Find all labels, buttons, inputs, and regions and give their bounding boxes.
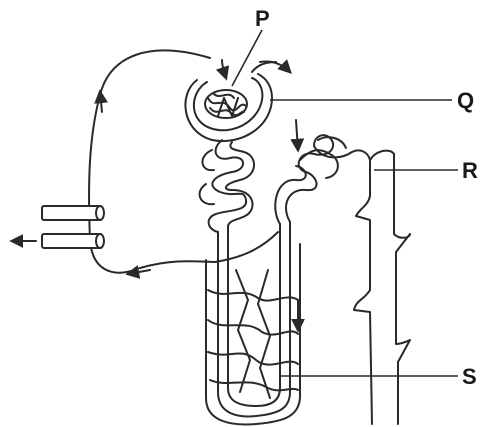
flow-arrow-down-1 xyxy=(296,120,298,150)
label-q: Q xyxy=(457,88,474,113)
label-s: S xyxy=(462,364,477,389)
collecting-duct xyxy=(354,151,410,424)
p-pointer-line xyxy=(232,30,262,86)
label-p: P xyxy=(255,6,270,31)
glomerulus xyxy=(205,90,247,118)
label-r: R xyxy=(462,158,478,183)
distal-convoluted-tubule xyxy=(275,135,370,224)
proximal-convoluted-tubule xyxy=(200,140,254,232)
loop-of-henle xyxy=(218,222,290,416)
afferent-arrow xyxy=(222,60,226,78)
vasa-recta xyxy=(206,244,300,424)
blood-vessel-loop xyxy=(89,50,278,274)
